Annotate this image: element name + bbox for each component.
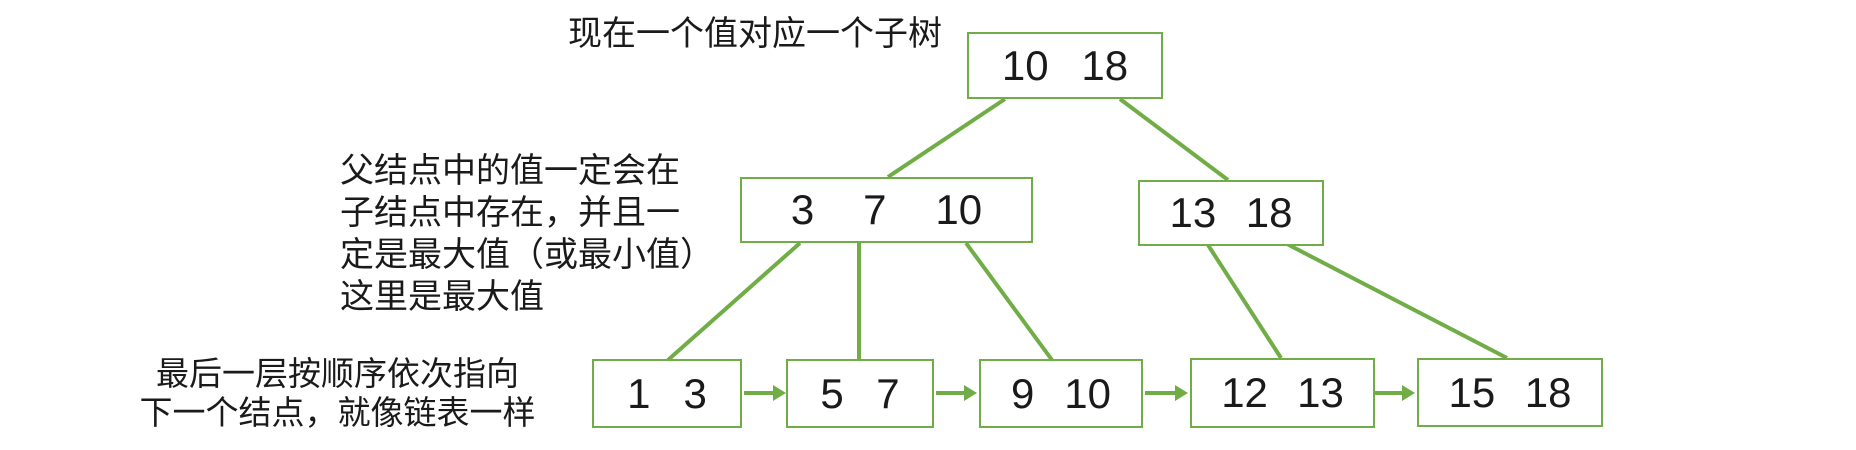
annotation-parent-note-line4: 这里是最大值 bbox=[340, 278, 544, 316]
node-value: 10 bbox=[1064, 369, 1112, 417]
tree-node-internal-right: 13 18 bbox=[1138, 180, 1324, 246]
annotation-parent-note-line2: 子结点中存在，并且一 bbox=[340, 194, 680, 232]
annotation-leaf-note-line1: 最后一层按顺序依次指向 bbox=[156, 355, 519, 392]
node-value: 18 bbox=[1524, 368, 1572, 416]
edge-internal1-to-leaf3 bbox=[964, 241, 1054, 362]
tree-leaf-node-1: 1 3 bbox=[592, 359, 742, 428]
node-value: 15 bbox=[1448, 368, 1496, 416]
tree-leaf-node-4: 12 13 bbox=[1190, 358, 1375, 428]
node-value: 3 bbox=[790, 186, 815, 233]
node-value: 13 bbox=[1169, 189, 1217, 236]
tree-leaf-node-2: 5 7 bbox=[786, 359, 934, 428]
edge-internal2-to-leaf4 bbox=[1206, 243, 1283, 360]
node-value: 9 bbox=[1010, 369, 1035, 417]
node-value: 7 bbox=[876, 369, 900, 417]
annotation-parent-note-line1: 父结点中的值一定会在 bbox=[340, 152, 680, 190]
tree-node-root: 10 18 bbox=[967, 32, 1163, 99]
node-value: 7 bbox=[863, 186, 887, 233]
node-value: 18 bbox=[1081, 41, 1129, 89]
annotation-leaf-note: 最后一层按顺序依次指向 下一个结点，就像链表一样 bbox=[115, 354, 560, 432]
edge-root-to-left-internal bbox=[886, 97, 1007, 179]
node-value: 12 bbox=[1221, 369, 1268, 416]
edge-internal2-to-leaf5 bbox=[1286, 242, 1508, 360]
tree-node-internal-left: 3 7 10 bbox=[740, 177, 1033, 243]
node-value: 5 bbox=[820, 369, 844, 417]
edge-root-to-right-internal bbox=[1118, 97, 1230, 182]
annotation-parent-note: 父结点中的值一定会在 子结点中存在，并且一 定是最大值（或最小值） 这里是最大值 bbox=[340, 150, 714, 318]
node-value: 10 bbox=[1001, 41, 1049, 89]
annotation-root-note: 现在一个值对应一个子树 bbox=[568, 15, 942, 53]
node-value: 1 bbox=[627, 369, 651, 417]
annotation-parent-note-line3: 定是最大值（或最小值） bbox=[340, 236, 714, 274]
node-value: 3 bbox=[683, 369, 707, 417]
tree-leaf-node-5: 15 18 bbox=[1417, 358, 1603, 427]
node-value: 13 bbox=[1297, 369, 1344, 416]
node-value: 18 bbox=[1245, 189, 1293, 236]
annotation-leaf-note-line2: 下一个结点，就像链表一样 bbox=[139, 394, 536, 431]
tree-leaf-node-3: 9 10 bbox=[979, 359, 1143, 428]
node-value: 10 bbox=[935, 186, 983, 233]
